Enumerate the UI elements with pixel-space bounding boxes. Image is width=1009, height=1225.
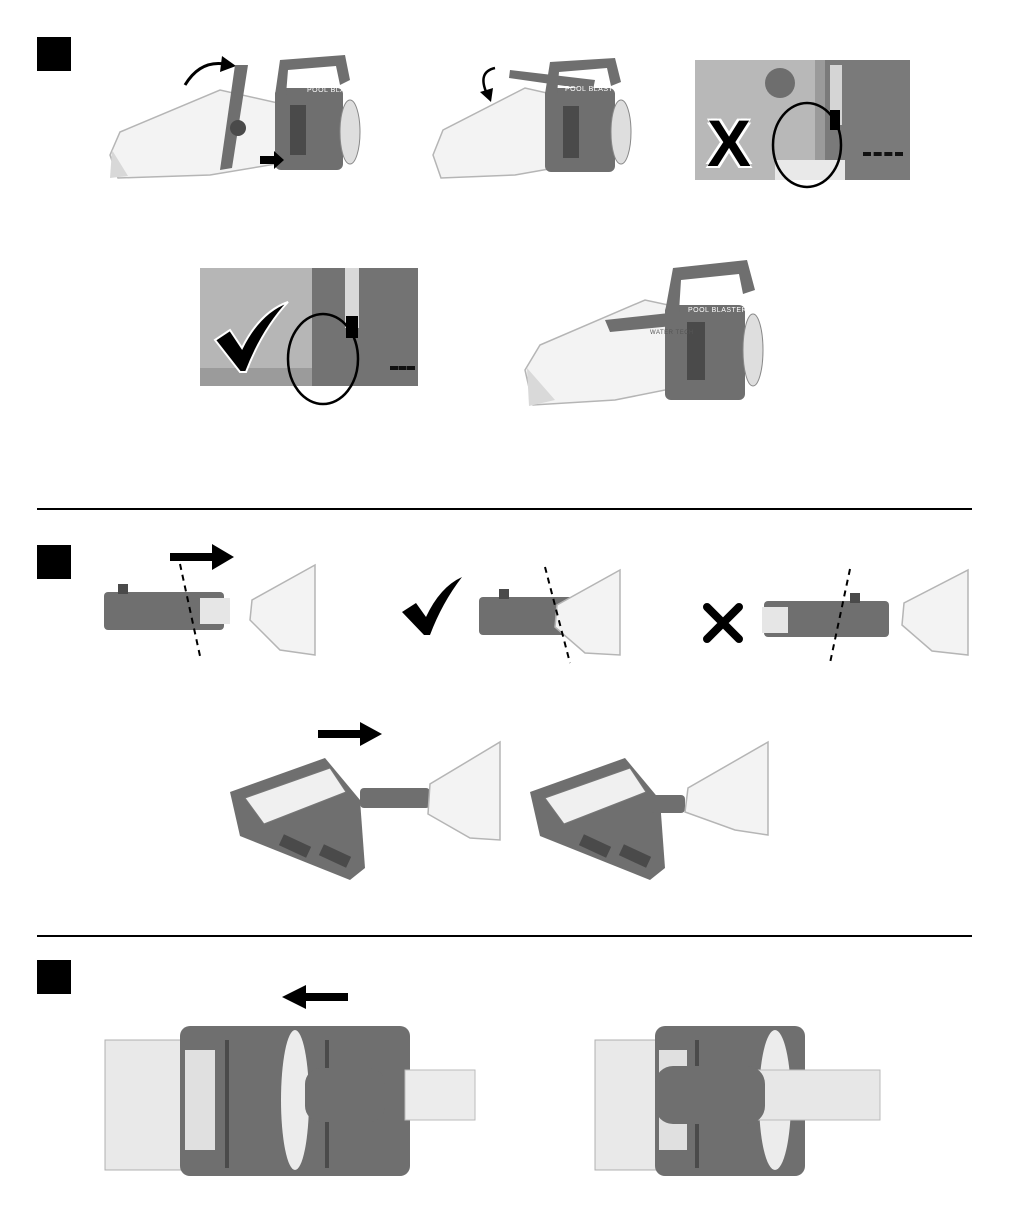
check-icon [400, 577, 465, 637]
cross-icon [703, 603, 743, 643]
step1-vacuum-assembled-illustration [515, 250, 765, 420]
step3-tube-assembled-illustration [595, 1020, 880, 1180]
highlight-circle-correct [285, 312, 365, 412]
brand-label-1b: POOL BLASTER [565, 86, 624, 93]
step-2-marker [37, 545, 71, 579]
step2-cleaning-head-assembled-illustration [520, 740, 775, 900]
cross-icon: X [707, 110, 751, 176]
section-divider-2 [37, 935, 972, 937]
ventilation-slots [863, 152, 903, 160]
ventilation-slots [390, 366, 415, 370]
highlight-circle-incorrect [770, 100, 850, 190]
step-1-marker [37, 37, 71, 71]
curved-arrow-icon [185, 56, 236, 85]
brand-label-1a: POOL BLASTER [307, 87, 366, 94]
arrow-left-icon [282, 985, 348, 1009]
step3-tube-separate-illustration [105, 1020, 475, 1180]
step1-vacuum-closing-illustration [425, 50, 635, 190]
step2-cleaning-head-separate-illustration [220, 740, 505, 890]
step-3-marker [37, 960, 71, 994]
step1-vacuum-open-illustration [100, 50, 370, 190]
check-icon [210, 300, 290, 375]
product-label-1e: WATER TECH [650, 330, 694, 336]
curved-arrow-icon [480, 68, 495, 102]
step2-nozzle-separate-illustration [100, 560, 320, 660]
step2-nozzle-correct-illustration [475, 565, 625, 665]
step2-nozzle-incorrect-illustration [760, 565, 970, 665]
section-divider-1 [37, 508, 972, 510]
brand-label-1e: POOL BLASTER [688, 307, 747, 314]
